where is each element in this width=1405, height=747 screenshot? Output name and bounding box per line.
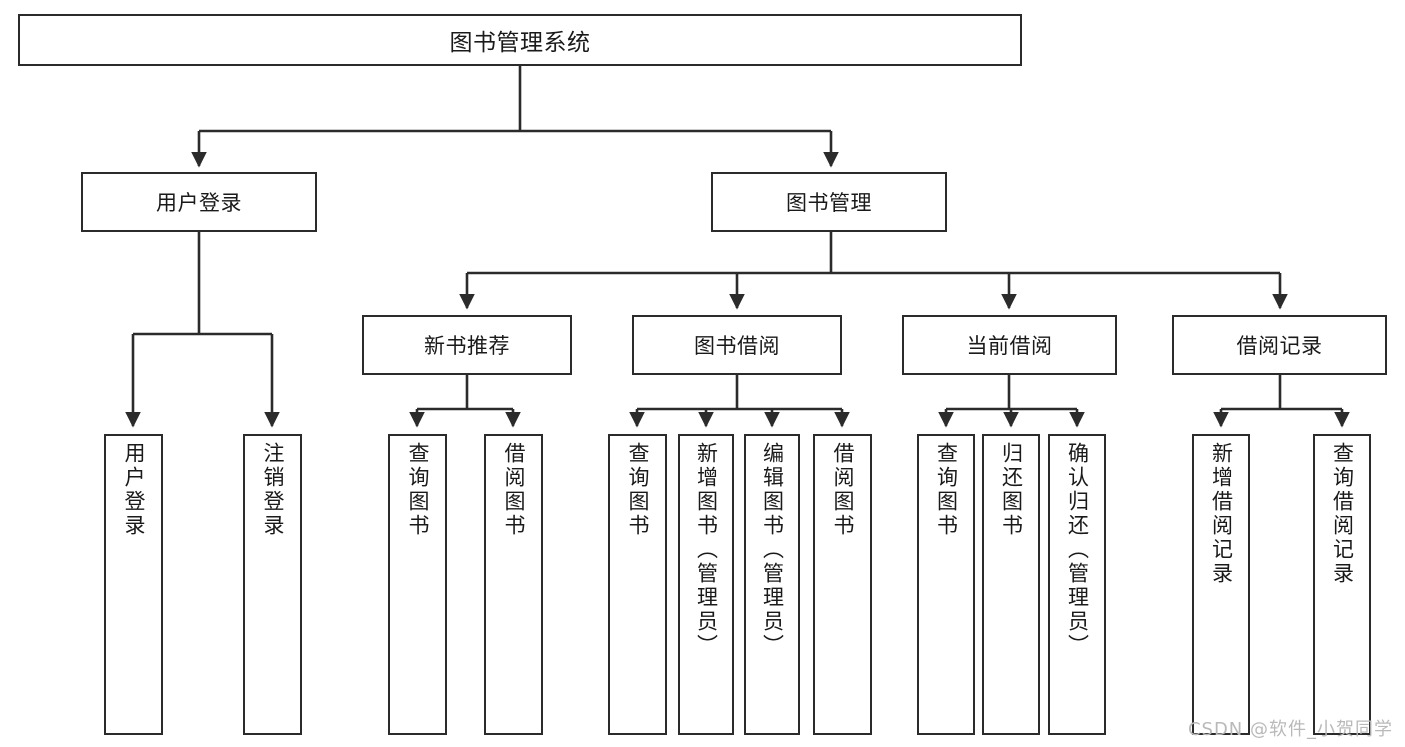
node-leaf-user-login-label: 用户登录 (122, 442, 146, 538)
node-leaf-return-book[interactable]: 归还图书 (982, 434, 1040, 735)
node-current-borrow-label: 当前借阅 (966, 334, 1053, 358)
node-leaf-borrow-book-1-label: 借阅图书 (502, 442, 526, 538)
node-leaf-return-book-label: 归还图书 (999, 442, 1024, 538)
node-new-book-rec-label: 新书推荐 (424, 334, 510, 358)
node-book-manage-label: 图书管理 (786, 191, 872, 215)
node-leaf-edit-book-label: 编辑图书（管理员） (760, 442, 785, 658)
node-leaf-confirm-return[interactable]: 确认归还（管理员） (1048, 434, 1106, 735)
node-user-login[interactable]: 用户登录 (81, 172, 317, 232)
node-root-system[interactable]: 图书管理系统 (18, 14, 1022, 66)
node-leaf-add-record-label: 新增借阅记录 (1209, 442, 1234, 586)
node-leaf-query-record-label: 查询借阅记录 (1330, 442, 1355, 586)
node-leaf-query-book-3[interactable]: 查询图书 (917, 434, 975, 735)
node-leaf-logout-label: 注销登录 (261, 442, 285, 538)
node-borrow-record-label: 借阅记录 (1236, 334, 1323, 358)
node-leaf-query-book-1-label: 查询图书 (406, 442, 430, 538)
node-leaf-add-book-label: 新增图书（管理员） (694, 442, 719, 658)
node-new-book-rec[interactable]: 新书推荐 (362, 315, 572, 375)
node-leaf-add-record[interactable]: 新增借阅记录 (1192, 434, 1250, 735)
node-user-login-label: 用户登录 (156, 191, 242, 215)
node-current-borrow[interactable]: 当前借阅 (902, 315, 1117, 375)
node-book-manage[interactable]: 图书管理 (711, 172, 947, 232)
node-book-borrow[interactable]: 图书借阅 (632, 315, 842, 375)
node-borrow-record[interactable]: 借阅记录 (1172, 315, 1387, 375)
node-leaf-query-book-2-label: 查询图书 (626, 442, 650, 538)
node-book-borrow-label: 图书借阅 (694, 334, 780, 358)
csdn-watermark: CSDN @软件_小贺同学 (1187, 719, 1393, 740)
node-leaf-confirm-return-label: 确认归还（管理员） (1065, 442, 1090, 658)
node-leaf-user-login[interactable]: 用户登录 (104, 434, 163, 735)
node-leaf-borrow-book-1[interactable]: 借阅图书 (484, 434, 543, 735)
node-leaf-query-book-3-label: 查询图书 (934, 442, 959, 538)
node-leaf-edit-book[interactable]: 编辑图书（管理员） (744, 434, 800, 735)
node-leaf-logout[interactable]: 注销登录 (243, 434, 302, 735)
node-leaf-query-book-2[interactable]: 查询图书 (608, 434, 667, 735)
node-leaf-borrow-book-2-label: 借阅图书 (831, 442, 855, 538)
node-leaf-add-book[interactable]: 新增图书（管理员） (678, 434, 734, 735)
node-root-system-label: 图书管理系统 (449, 30, 591, 56)
node-leaf-query-record[interactable]: 查询借阅记录 (1313, 434, 1371, 735)
node-leaf-query-book-1[interactable]: 查询图书 (388, 434, 447, 735)
node-leaf-borrow-book-2[interactable]: 借阅图书 (813, 434, 872, 735)
